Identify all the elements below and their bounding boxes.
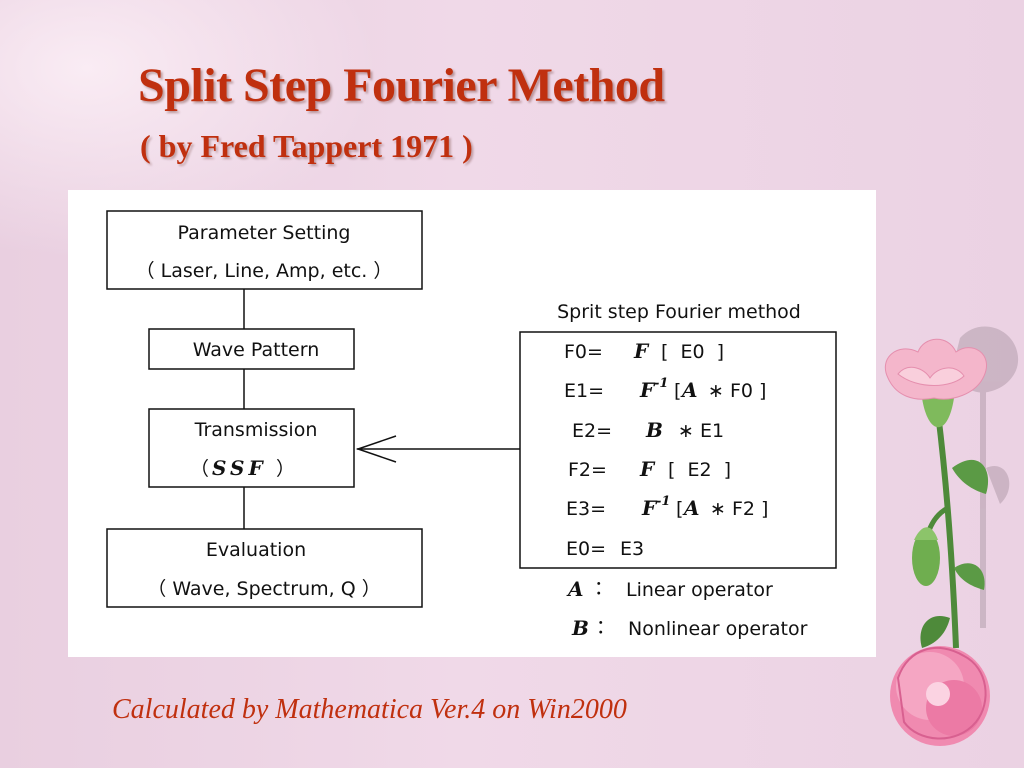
method-box xyxy=(519,331,837,569)
equation-lhs: E2= xyxy=(572,420,612,442)
parameter-setting-detail: （ Laser, Line, Amp, etc. ） xyxy=(136,260,393,282)
legend-separator: ： xyxy=(594,577,613,599)
equation-line: F0= F [ E0 ] xyxy=(564,339,724,363)
transmission-box: Transmission （ SSF ） xyxy=(148,408,355,488)
legend-linear: A ： Linear operator xyxy=(566,577,773,601)
operator-superscript: -1 xyxy=(656,494,670,509)
legend-separator: ： xyxy=(596,616,615,638)
flowchart-figure: Parameter Setting （ Laser, Line, Amp, et… xyxy=(68,190,876,657)
ssf-open-paren: （ xyxy=(190,458,209,480)
wave-pattern-box: Wave Pattern xyxy=(148,328,355,370)
equation-lhs: E0= xyxy=(566,538,606,560)
equation-bracket: [ xyxy=(674,380,681,402)
equation-rhs: ∗ F0 ] xyxy=(708,380,766,402)
parameter-setting-box: Parameter Setting （ Laser, Line, Amp, et… xyxy=(106,210,423,290)
equation-bracket: [ xyxy=(676,498,683,520)
flowchart-diagram: Parameter Setting （ Laser, Line, Amp, et… xyxy=(106,210,837,640)
legend-nonlinear: B ： Nonlinear operator xyxy=(571,616,808,640)
equation-lhs: E3= xyxy=(566,498,606,520)
legend-text: Nonlinear operator xyxy=(628,618,808,640)
equation-rhs: E3 xyxy=(620,538,644,560)
legend-symbol: A xyxy=(566,577,584,601)
evaluation-label: Evaluation xyxy=(206,539,306,561)
operator-superscript: -1 xyxy=(654,376,668,391)
transmission-label: Transmission xyxy=(194,419,318,441)
ssf-close-paren: ） xyxy=(276,458,295,480)
operator-symbol: A xyxy=(682,496,700,520)
wave-pattern-label: Wave Pattern xyxy=(193,339,320,361)
legend-symbol: B xyxy=(571,616,589,640)
equation-line: E0= E3 xyxy=(566,538,644,560)
evaluation-box: Evaluation （ Wave, Spectrum, Q ） xyxy=(106,528,423,608)
slide-title: Split Step Fourier Method xyxy=(138,59,665,112)
equation-lhs: F0= xyxy=(564,341,603,363)
equation-line: F2= F [ E2 ] xyxy=(568,457,731,481)
operator-symbol: B xyxy=(645,418,663,442)
equation-rhs: ∗ E1 xyxy=(678,420,724,442)
method-heading: Sprit step Fourier method xyxy=(557,301,801,323)
equation-rhs: [ E2 ] xyxy=(668,459,731,481)
operator-symbol: F xyxy=(641,496,658,520)
equation-line: E2= B ∗ E1 xyxy=(572,418,724,442)
operator-symbol: F xyxy=(639,457,656,481)
operator-symbol: F xyxy=(639,378,656,402)
slide-subtitle: ( by Fred Tappert 1971 ) xyxy=(140,128,473,164)
equation-lhs: F2= xyxy=(568,459,607,481)
arrow-to-transmission xyxy=(355,435,520,463)
carnation-flower-icon xyxy=(884,326,1019,746)
equation-rhs: ∗ F2 ] xyxy=(710,498,768,520)
ssf-label: SSF xyxy=(212,456,267,480)
legend-text: Linear operator xyxy=(626,579,773,601)
operator-symbol: A xyxy=(680,378,698,402)
parameter-setting-label: Parameter Setting xyxy=(178,222,351,244)
equation-line: E3= F -1 [ A ∗ F2 ] xyxy=(566,494,768,520)
footer-note: Calculated by Mathematica Ver.4 on Win20… xyxy=(112,694,627,725)
equation-lhs: E1= xyxy=(564,380,604,402)
equation-rhs: [ E0 ] xyxy=(661,341,724,363)
operator-symbol: F xyxy=(633,339,650,363)
evaluation-detail: （ Wave, Spectrum, Q ） xyxy=(147,578,380,600)
equation-line: E1= F -1 [ A ∗ F0 ] xyxy=(564,376,766,402)
